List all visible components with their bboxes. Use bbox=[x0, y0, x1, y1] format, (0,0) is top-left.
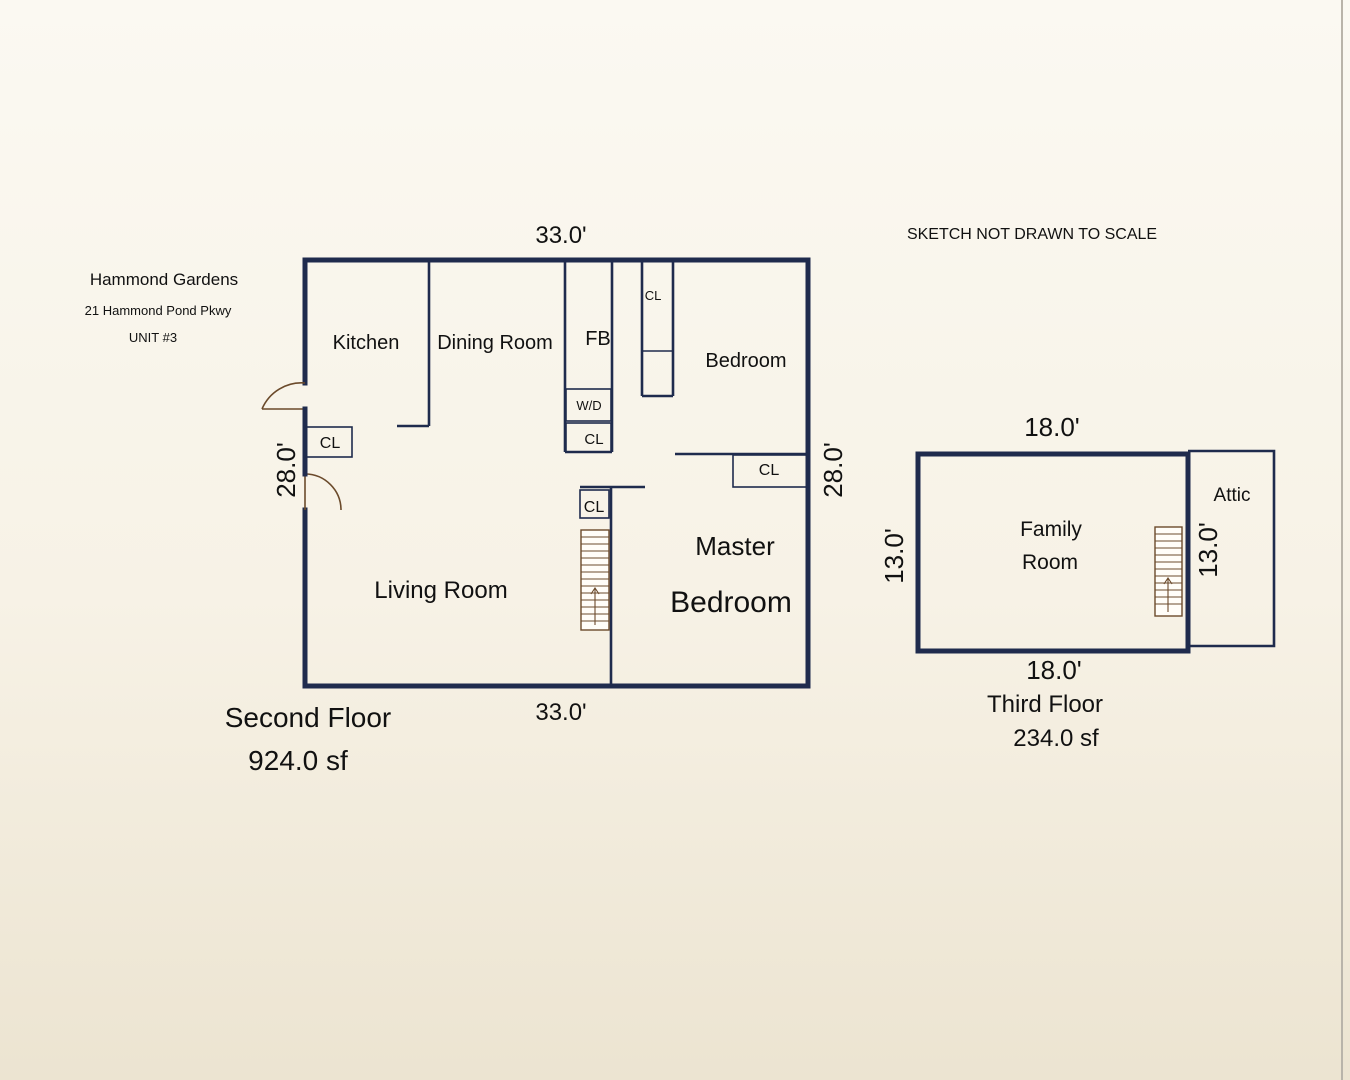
page-edge-line bbox=[1341, 0, 1343, 1080]
label-closet-master: CL bbox=[759, 462, 780, 479]
stairs-third-floor bbox=[1154, 526, 1183, 617]
room-label-family-line1: Family bbox=[1020, 518, 1082, 541]
room-label-master-line1: Master bbox=[695, 531, 775, 561]
attic-outline bbox=[1188, 449, 1276, 648]
third-dimension-right: 13.0' bbox=[1193, 522, 1223, 578]
entry-door-upper bbox=[261, 382, 306, 410]
property-name: Hammond Gardens bbox=[90, 270, 238, 289]
room-label-living: Living Room bbox=[374, 577, 507, 604]
property-address: 21 Hammond Pond Pkwy bbox=[85, 303, 232, 318]
label-closet-bath: CL bbox=[584, 431, 603, 448]
closet-box-stair bbox=[579, 489, 610, 519]
third-dimension-left: 13.0' bbox=[879, 528, 909, 584]
third-dimension-top: 18.0' bbox=[1024, 412, 1080, 442]
third-floor-outer-wall bbox=[915, 451, 1191, 654]
scale-note: SKETCH NOT DRAWN TO SCALE bbox=[907, 226, 1157, 243]
unit-number: UNIT #3 bbox=[129, 330, 177, 345]
second-floor-area: 924.0 sf bbox=[248, 745, 348, 776]
room-label-dining: Dining Room bbox=[437, 332, 553, 354]
closet-box-master bbox=[732, 454, 809, 488]
washer-dryer-box bbox=[565, 388, 612, 422]
dimension-left: 28.0' bbox=[271, 442, 301, 498]
third-dimension-bottom: 18.0' bbox=[1026, 655, 1082, 685]
stairs-second-floor bbox=[580, 529, 610, 631]
dimension-bottom: 33.0' bbox=[535, 699, 586, 726]
room-label-family-line2: Room bbox=[1022, 551, 1078, 574]
closet-box-entry bbox=[305, 426, 353, 458]
room-label-bedroom: Bedroom bbox=[705, 350, 786, 372]
label-washer-dryer: W/D bbox=[576, 398, 601, 413]
room-label-kitchen: Kitchen bbox=[333, 332, 400, 354]
label-closet-entry: CL bbox=[320, 435, 341, 452]
second-floor-title: Second Floor bbox=[225, 702, 392, 733]
second-floor-plan: Kitchen Dining Room FB Bedroom Living Ro… bbox=[225, 222, 848, 776]
room-label-master-line2: Bedroom bbox=[670, 586, 792, 619]
label-closet-upper: CL bbox=[645, 288, 662, 303]
dimension-top: 33.0' bbox=[535, 222, 586, 249]
closet-box-bath bbox=[565, 422, 612, 453]
third-floor-plan: Family Room Attic 18.0' 18.0' 13.0' 13.0… bbox=[879, 412, 1276, 752]
room-label-attic: Attic bbox=[1214, 485, 1251, 506]
third-floor-title: Third Floor bbox=[987, 691, 1103, 718]
dimension-right: 28.0' bbox=[818, 442, 848, 498]
entry-door-lower bbox=[304, 473, 342, 511]
label-closet-stair: CL bbox=[584, 499, 605, 516]
third-floor-area: 234.0 sf bbox=[1013, 725, 1099, 752]
room-label-bath: FB bbox=[585, 328, 611, 350]
